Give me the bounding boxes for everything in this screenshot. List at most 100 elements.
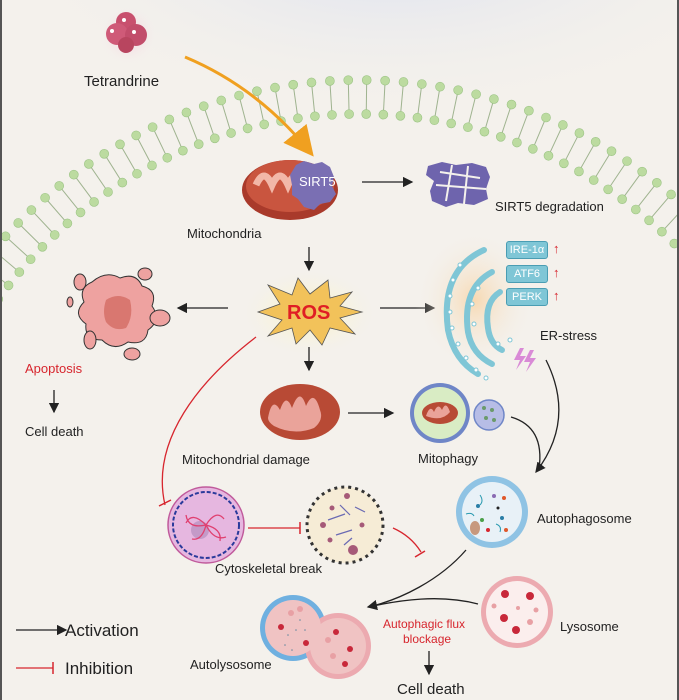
lipid-head bbox=[471, 89, 481, 100]
lipid-head bbox=[40, 192, 50, 203]
lipid-head bbox=[75, 207, 86, 218]
mitophagy-icon bbox=[410, 383, 505, 443]
lipid-tail bbox=[88, 163, 109, 193]
lipid-head bbox=[131, 130, 141, 141]
lipid-head bbox=[293, 113, 303, 124]
lipid-head bbox=[512, 137, 522, 148]
cytoskeleton-icon bbox=[167, 486, 245, 564]
lipid-tail bbox=[5, 235, 31, 260]
lipid-head bbox=[506, 99, 517, 110]
lipid-head bbox=[62, 218, 73, 229]
lipid-tail bbox=[593, 150, 612, 181]
lipid-head bbox=[657, 226, 667, 237]
cytoskeletal-break-label: Cytoskeletal break bbox=[215, 561, 322, 576]
lipid-tail bbox=[661, 212, 679, 233]
lipid-tail bbox=[0, 278, 9, 286]
lipid-tail bbox=[399, 81, 405, 116]
lipid-tail bbox=[17, 222, 43, 248]
lipid-head bbox=[574, 128, 585, 138]
arrow-er-to-autophagosome bbox=[535, 359, 560, 474]
legend-activation-label: Activation bbox=[65, 621, 139, 640]
lipid-head bbox=[606, 146, 617, 156]
lipid-head bbox=[559, 158, 569, 169]
lipid-tail bbox=[185, 112, 200, 145]
marker-ire1a-up-arrow-icon: ↑ bbox=[553, 241, 560, 256]
lipid-tail bbox=[578, 141, 597, 172]
lipid-head bbox=[69, 169, 79, 180]
lipid-head bbox=[463, 122, 473, 133]
lipid-head bbox=[617, 194, 627, 204]
mitochondria-label: Mitochondria bbox=[187, 226, 262, 241]
marker-perk: PERK bbox=[506, 288, 548, 306]
mito-damage-label: Mitochondrial damage bbox=[182, 452, 310, 467]
marker-ire1a: IRE-1α bbox=[506, 241, 548, 259]
lipid-head bbox=[288, 79, 298, 90]
lipid-tail bbox=[516, 110, 530, 143]
lipid-tail bbox=[563, 132, 580, 164]
inhibition-ros-to-cytoskeleton bbox=[161, 336, 257, 506]
lipid-tail bbox=[256, 91, 265, 125]
marker-atf6: ATF6 bbox=[506, 265, 548, 283]
mitophagy-label: Mitophagy bbox=[418, 451, 478, 466]
lipid-head bbox=[3, 280, 14, 291]
lipid-tail bbox=[274, 87, 282, 122]
lipid-tail bbox=[58, 185, 81, 213]
degraded-protein-icon bbox=[426, 162, 490, 207]
lipid-tail bbox=[329, 80, 333, 115]
cell-death-bottom-label: Cell death bbox=[397, 681, 465, 698]
lipid-head bbox=[132, 168, 142, 179]
lipid-head bbox=[361, 109, 372, 119]
lipid-head bbox=[652, 177, 662, 188]
lightning-icon bbox=[514, 348, 536, 372]
lipid-head bbox=[178, 145, 188, 156]
lipid-head bbox=[543, 150, 554, 161]
cell-death-left-label: Cell death bbox=[25, 424, 84, 439]
lipid-tail bbox=[44, 197, 68, 224]
lipid-head bbox=[13, 218, 24, 228]
lipid-head bbox=[115, 139, 125, 150]
lipid-tail bbox=[119, 144, 138, 175]
lipid-head bbox=[417, 79, 427, 89]
arrow-mitophagy-to-autophagosome bbox=[510, 416, 541, 470]
burst-star-icon bbox=[256, 277, 364, 346]
sirt5-protein-icon bbox=[290, 161, 336, 210]
lipid-head bbox=[99, 149, 110, 159]
lipid-head bbox=[558, 120, 568, 130]
sirt5-degradation-label: SIRT5 degradation bbox=[495, 199, 604, 214]
lipid-tail bbox=[548, 124, 564, 156]
lipid-head bbox=[343, 75, 354, 85]
lipid-head bbox=[528, 144, 538, 154]
lipid-tail bbox=[103, 153, 123, 183]
lipid-head bbox=[574, 166, 584, 177]
legend-inhibition-label: Inhibition bbox=[65, 659, 134, 678]
lipid-head bbox=[622, 156, 632, 166]
lipid-tail bbox=[648, 194, 672, 221]
lipid-head bbox=[234, 90, 244, 101]
lipid-head bbox=[26, 205, 37, 215]
er-ribosomes bbox=[447, 262, 513, 381]
lipid-head bbox=[637, 166, 647, 177]
lipid-head bbox=[164, 114, 175, 125]
lipid-head bbox=[380, 75, 390, 86]
lipid-head bbox=[89, 197, 99, 207]
broken-vesicle-icon bbox=[305, 485, 385, 565]
lipid-tail bbox=[73, 174, 95, 203]
lipid-head bbox=[666, 189, 676, 200]
lipid-tail bbox=[483, 98, 495, 132]
lipid-head bbox=[541, 112, 551, 123]
extracellular-space bbox=[20, 0, 679, 210]
drug-entry-arrow bbox=[184, 55, 314, 157]
apoptosis-label: Apoptosis bbox=[25, 361, 83, 376]
flux-blockage-label-line2: blockage bbox=[403, 632, 452, 646]
tetrandrine-label: Tetrandrine bbox=[84, 73, 160, 90]
lipid-head bbox=[361, 75, 372, 85]
lipid-tail bbox=[621, 171, 643, 200]
flux-blockage-label-line1: Autophagic flux bbox=[383, 617, 466, 631]
lipid-tail bbox=[433, 86, 441, 121]
lysosome-icon bbox=[481, 576, 553, 648]
lipid-head bbox=[435, 81, 445, 92]
ros-label: ROS bbox=[287, 302, 331, 324]
lipid-tail bbox=[238, 95, 249, 129]
lipid-head bbox=[631, 204, 641, 215]
